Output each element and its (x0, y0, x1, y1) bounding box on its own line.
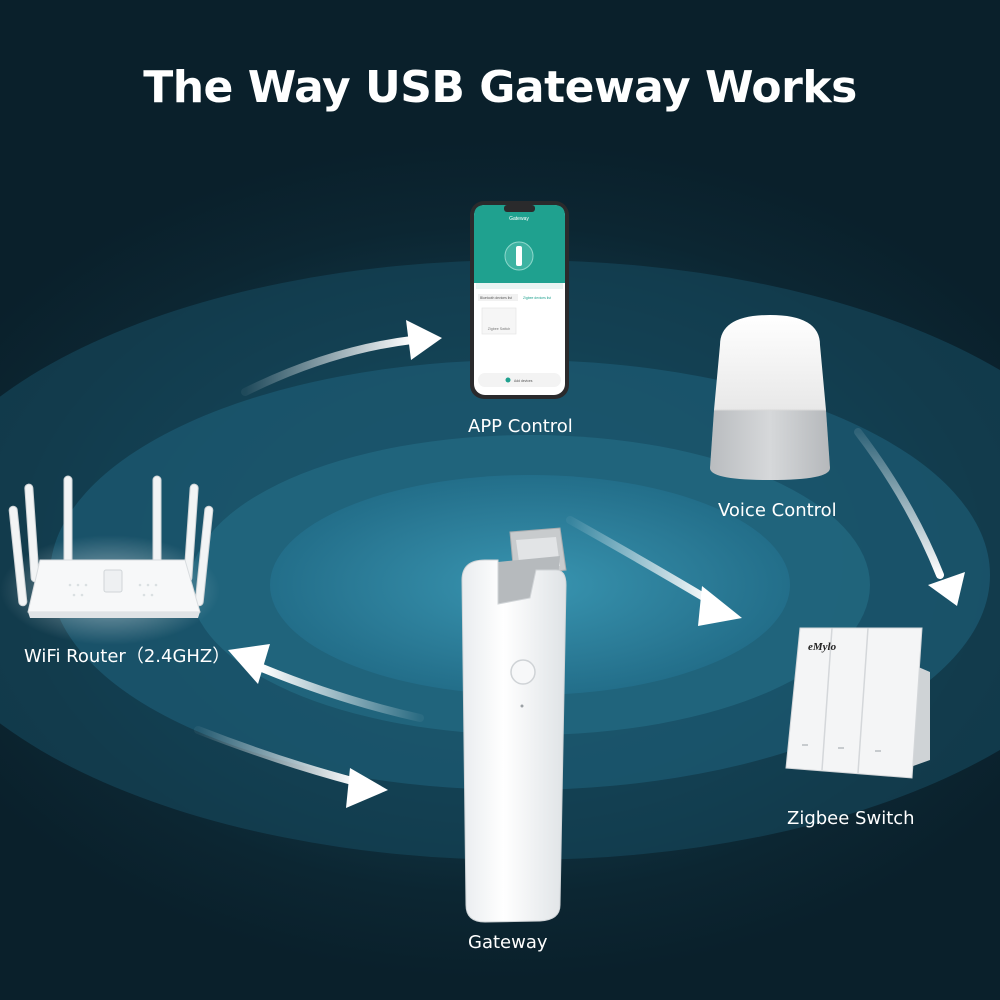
arrow-gateway-to-app (241, 336, 416, 396)
switch-brand-logo: eMylo (808, 641, 837, 653)
arrow-gateway-to-router (258, 664, 424, 722)
phone-device-name: Zigbee Switch (488, 327, 511, 331)
arrowhead-app (406, 320, 442, 360)
page-title: The Way USB Gateway Works (143, 62, 857, 113)
phone-screen-content: Gateway Bluetooth devices list Zigbee de… (480, 216, 551, 383)
phone-header: Gateway (509, 216, 529, 222)
voice-control-label: Voice Control (718, 500, 837, 521)
wifi-router-image (0, 475, 220, 645)
wifi-router-label: WiFi Router（2.4GHZ） (24, 646, 231, 667)
arrow-voice-to-switch (854, 428, 944, 579)
usb-gateway-image (461, 527, 567, 923)
zigbee-switch-image (785, 627, 930, 779)
smart-speaker-image (710, 315, 830, 480)
flow-arrows (194, 320, 965, 808)
phone-tab-zigbee: Zigbee devices list (523, 296, 551, 300)
phone-add-button: Add devices (514, 379, 533, 383)
gateway-label: Gateway (468, 932, 548, 953)
zigbee-switch-label: Zigbee Switch (787, 808, 915, 829)
arrow-gateway-to-switch (566, 516, 716, 606)
arrowhead-gateway (346, 768, 388, 808)
arrowhead-router (228, 644, 270, 684)
arrow-router-to-gateway (194, 726, 360, 786)
arrowhead-voice-switch (928, 572, 965, 606)
phone-tab-bluetooth: Bluetooth devices list (480, 296, 512, 300)
app-control-label: APP Control (468, 416, 573, 437)
phone-image (470, 201, 569, 399)
arrowhead-switch (698, 586, 742, 626)
